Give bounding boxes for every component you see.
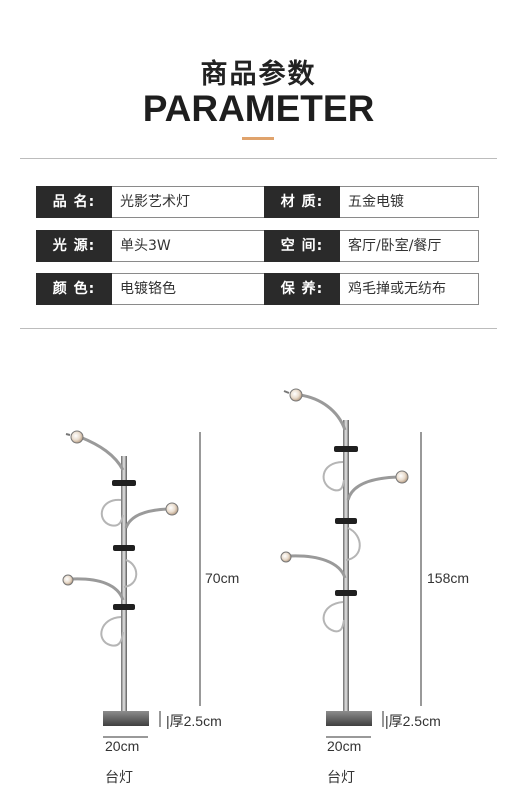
table-lamp-base-width: 20cm: [105, 738, 140, 754]
param-label: 光 源:: [36, 230, 112, 262]
accent-bar: [242, 137, 274, 140]
param-label: 空 间:: [264, 230, 340, 262]
floor-lamp-thickness: |厚2.5cm: [385, 713, 441, 729]
param-label: 颜 色:: [36, 273, 112, 305]
param-label: 保 养:: [264, 273, 340, 305]
floor-lamp-base-width: 20cm: [327, 738, 362, 754]
table-lamp-height: 70cm: [205, 570, 240, 586]
floor-lamp: [280, 388, 422, 738]
table-lamp: [62, 430, 201, 738]
param-label: 材 质:: [264, 186, 340, 218]
table-lamp-caption: 台灯: [105, 770, 133, 786]
param-value: 客厅/卧室/餐厅: [340, 230, 479, 262]
param-label: 品 名:: [36, 186, 112, 218]
divider-top: [20, 158, 497, 159]
page-title-cn: 商品参数: [200, 59, 317, 90]
lamp-base: [326, 711, 372, 726]
divider-bottom: [20, 328, 497, 329]
floor-lamp-caption: 台灯: [327, 770, 355, 786]
lamp-pole: [121, 456, 127, 712]
param-value: 鸡毛掸或无纺布: [340, 273, 479, 305]
floor-lamp-height: 158cm: [427, 570, 470, 586]
lamp-base: [103, 711, 149, 726]
param-value: 五金电镀: [340, 186, 479, 218]
page-title-en: PARAMETER: [142, 88, 375, 129]
lamp-pole: [343, 420, 349, 712]
table-lamp-thickness: |厚2.5cm: [166, 713, 222, 729]
